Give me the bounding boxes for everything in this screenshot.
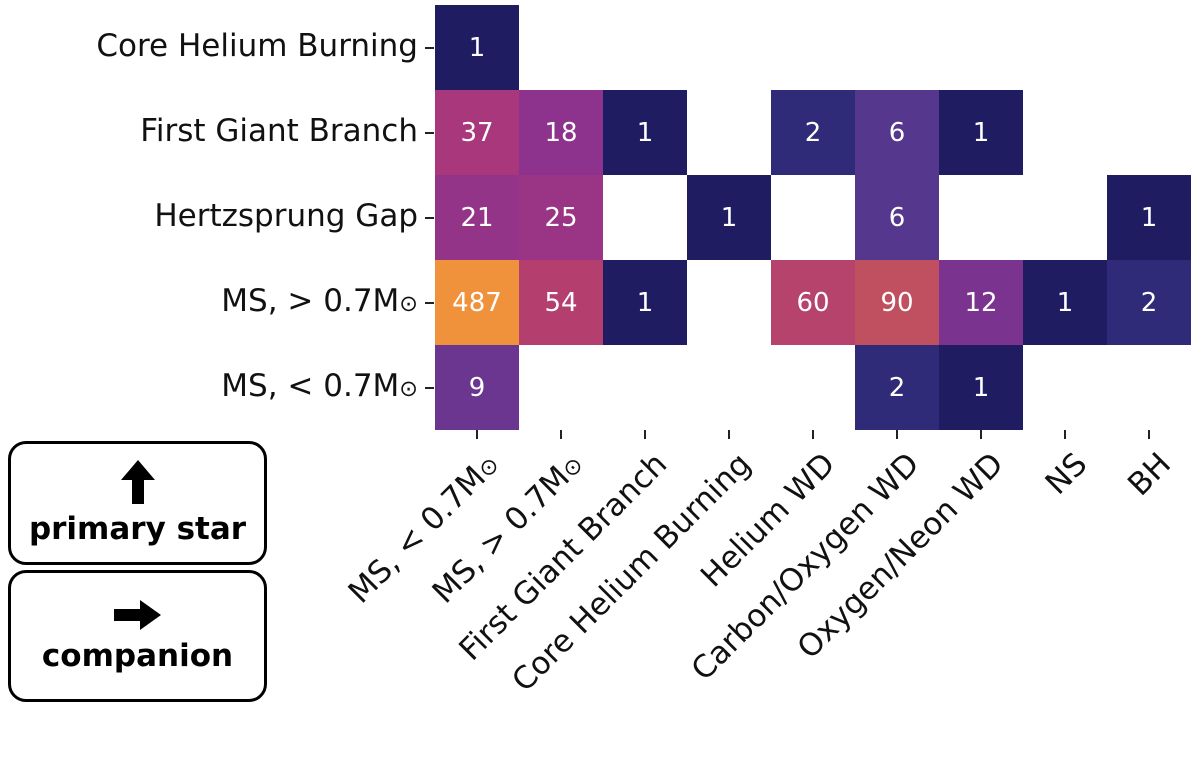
heatmap-cell: 2 bbox=[1107, 260, 1191, 345]
x-axis-tick bbox=[644, 430, 646, 439]
cell-value: 2 bbox=[1140, 287, 1158, 318]
solar-symbol: ⊙ bbox=[557, 451, 590, 484]
row-label: Core Helium Burning bbox=[96, 27, 418, 64]
legend-companion-label: companion bbox=[41, 637, 234, 674]
column-label: BH bbox=[1121, 446, 1179, 503]
cell-value: 1 bbox=[636, 287, 654, 318]
x-axis-tick bbox=[1064, 430, 1066, 439]
row-label: MS, < 0.7M⊙ bbox=[221, 367, 418, 404]
cell-value: 12 bbox=[964, 287, 998, 318]
y-axis-tick bbox=[425, 131, 434, 134]
heatmap-cell: 12 bbox=[939, 260, 1023, 345]
cell-value: 54 bbox=[544, 287, 578, 318]
right-arrow-icon bbox=[113, 599, 162, 631]
heatmap-cell: 9 bbox=[435, 345, 519, 430]
heatmap-cell: 18 bbox=[519, 90, 603, 175]
cell-value: 1 bbox=[468, 32, 486, 63]
heatmap-cell: 6 bbox=[855, 90, 939, 175]
heatmap-cell: 90 bbox=[855, 260, 939, 345]
legend-companion-box: companion bbox=[8, 570, 267, 702]
cell-value: 1 bbox=[1056, 287, 1074, 318]
heatmap-cell: 1 bbox=[603, 260, 687, 345]
heatmap-cell: 54 bbox=[519, 260, 603, 345]
cell-value: 487 bbox=[452, 287, 502, 318]
solar-symbol: ⊙ bbox=[399, 290, 418, 317]
cell-value: 1 bbox=[636, 117, 654, 148]
cell-value: 60 bbox=[796, 287, 830, 318]
heatmap-cell: 1 bbox=[939, 90, 1023, 175]
cell-value: 9 bbox=[468, 372, 486, 403]
heatmap-cell: 37 bbox=[435, 90, 519, 175]
heatmap-cell: 6 bbox=[855, 175, 939, 260]
solar-symbol: ⊙ bbox=[473, 451, 506, 484]
x-axis-tick bbox=[728, 430, 730, 439]
up-arrow-icon bbox=[120, 459, 156, 504]
row-label: MS, > 0.7M⊙ bbox=[221, 282, 418, 319]
heatmap-cell: 487 bbox=[435, 260, 519, 345]
cell-value: 1 bbox=[972, 372, 990, 403]
cell-value: 37 bbox=[460, 117, 494, 148]
cell-value: 25 bbox=[544, 202, 578, 233]
x-axis-tick bbox=[1148, 430, 1150, 439]
legend-primary-box: primary star bbox=[8, 441, 267, 565]
row-label: Hertzsprung Gap bbox=[154, 197, 418, 234]
cell-value: 1 bbox=[972, 117, 990, 148]
x-axis-tick bbox=[560, 430, 562, 439]
x-axis-tick bbox=[980, 430, 982, 439]
x-axis-tick bbox=[812, 430, 814, 439]
heatmap-cell: 1 bbox=[603, 90, 687, 175]
heatmap-cell: 1 bbox=[1107, 175, 1191, 260]
cell-value: 2 bbox=[888, 372, 906, 403]
heatmap-cell: 2 bbox=[771, 90, 855, 175]
cell-value: 6 bbox=[888, 117, 906, 148]
y-axis-tick bbox=[425, 386, 434, 389]
legend-primary-label: primary star bbox=[28, 510, 247, 547]
heatmap-cell: 1 bbox=[1023, 260, 1107, 345]
x-axis-tick bbox=[476, 430, 478, 439]
row-label: First Giant Branch bbox=[140, 112, 418, 149]
heatmap-cell: 25 bbox=[519, 175, 603, 260]
heatmap-cell: 2 bbox=[855, 345, 939, 430]
solar-symbol: ⊙ bbox=[399, 375, 418, 402]
column-label: NS bbox=[1038, 446, 1095, 502]
y-axis-tick bbox=[425, 46, 434, 49]
heatmap-cell: 60 bbox=[771, 260, 855, 345]
cell-value: 1 bbox=[720, 202, 738, 233]
cell-value: 90 bbox=[880, 287, 914, 318]
cell-value: 1 bbox=[1140, 202, 1158, 233]
y-axis-tick bbox=[425, 301, 434, 304]
y-axis-tick bbox=[425, 216, 434, 219]
x-axis-tick bbox=[896, 430, 898, 439]
cell-value: 2 bbox=[804, 117, 822, 148]
heatmap-cell: 21 bbox=[435, 175, 519, 260]
heatmap-cell: 1 bbox=[687, 175, 771, 260]
cell-value: 18 bbox=[544, 117, 578, 148]
heatmap-cell: 1 bbox=[939, 345, 1023, 430]
cell-value: 21 bbox=[460, 202, 494, 233]
heatmap-cell: 1 bbox=[435, 5, 519, 90]
cell-value: 6 bbox=[888, 202, 906, 233]
